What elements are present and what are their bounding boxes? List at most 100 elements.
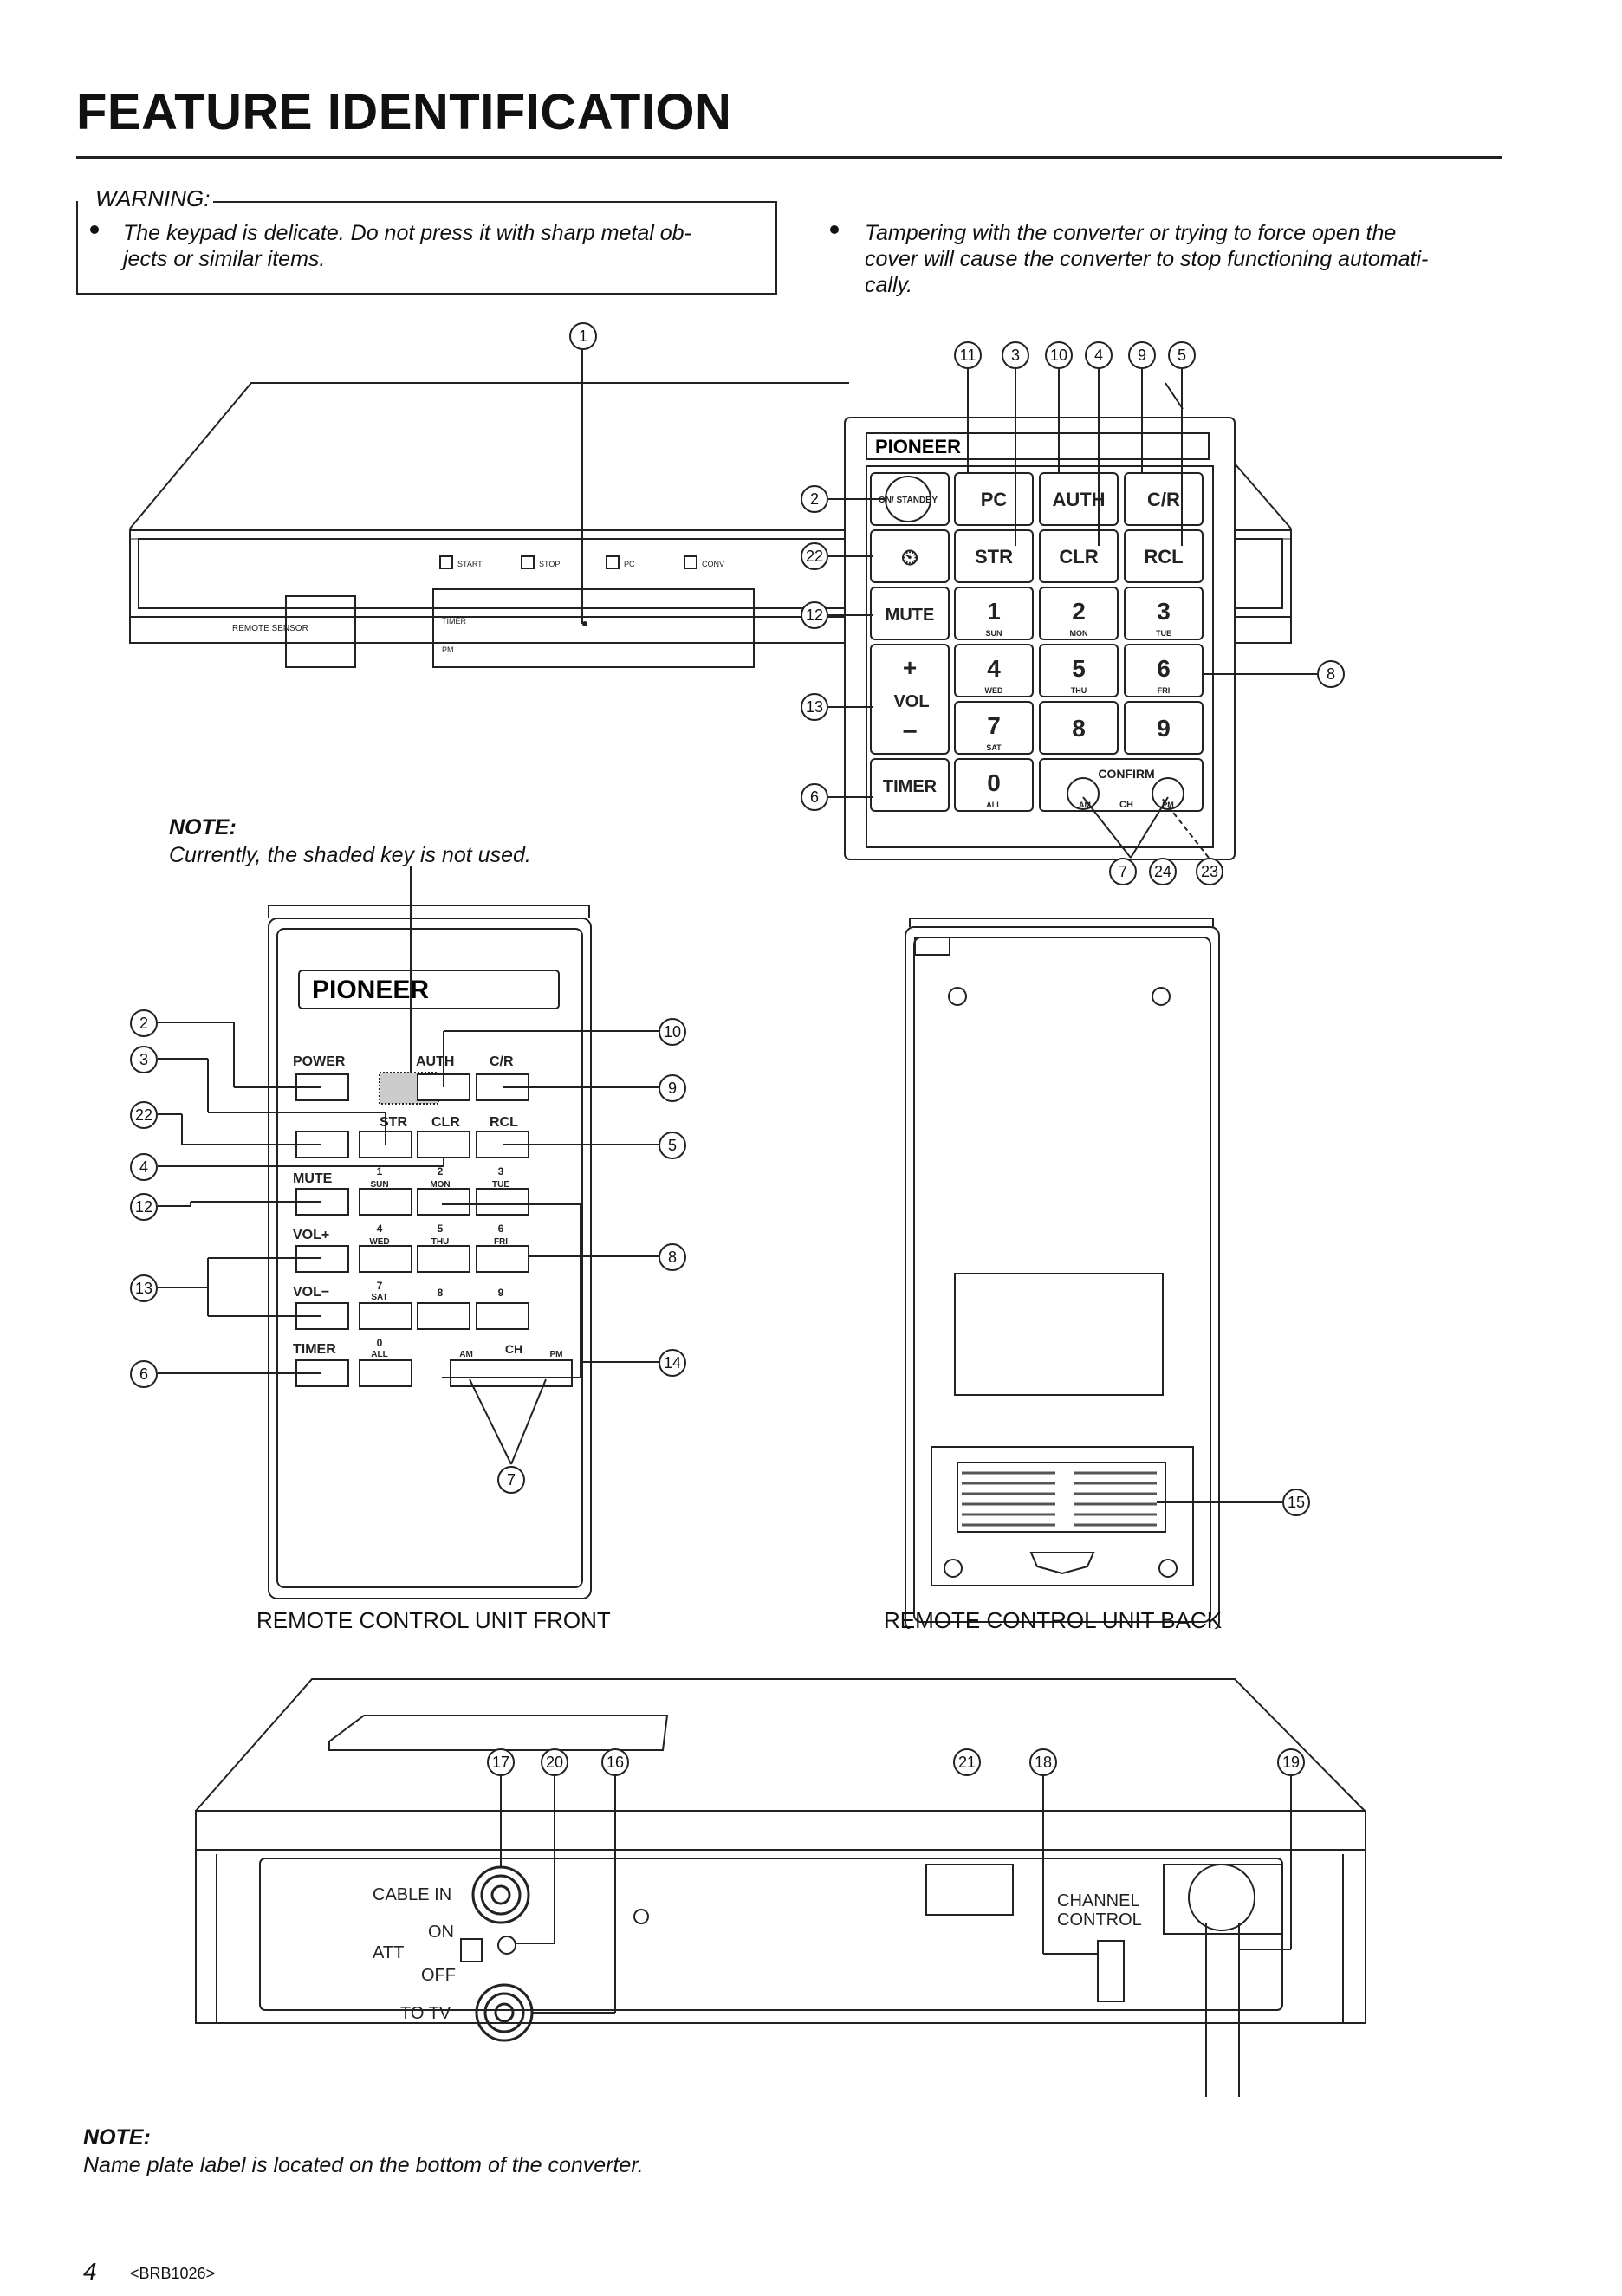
remote-3-button[interactable] bbox=[476, 1188, 529, 1216]
svg-text:CLR: CLR bbox=[431, 1115, 460, 1130]
key-vol-plus[interactable]: + bbox=[903, 654, 917, 681]
remote-ch-button[interactable] bbox=[450, 1359, 573, 1387]
remote-callout-13: 13 bbox=[130, 1274, 158, 1302]
svg-text:MON: MON bbox=[430, 1180, 450, 1190]
indicator-conv: CONV bbox=[702, 560, 724, 568]
remote-back-diagram bbox=[905, 918, 1282, 1629]
callout-4: 4 bbox=[1085, 341, 1113, 369]
key-3[interactable]: 3 bbox=[1157, 598, 1171, 625]
svg-text:THU: THU bbox=[431, 1237, 450, 1247]
remote-1-button[interactable] bbox=[359, 1188, 412, 1216]
remote-2-button[interactable] bbox=[417, 1188, 470, 1216]
key-9[interactable]: 9 bbox=[1157, 715, 1171, 742]
key-on-standby[interactable]: ON/ STANDBY bbox=[879, 496, 938, 505]
converter-front-diagram: START STOP PC CONV REMOTE SENSOR TIMER P… bbox=[129, 338, 1317, 860]
key-mute[interactable]: MUTE bbox=[886, 606, 935, 625]
svg-text:6: 6 bbox=[498, 1223, 504, 1235]
key-str[interactable]: STR bbox=[975, 546, 1013, 568]
key-cr[interactable]: C/R bbox=[1147, 489, 1180, 510]
svg-text:AUTH: AUTH bbox=[416, 1054, 454, 1069]
back-callout-18: 18 bbox=[1029, 1748, 1057, 1776]
key-clock[interactable]: ⏲ bbox=[901, 544, 918, 570]
key-2[interactable]: 2 bbox=[1072, 598, 1086, 625]
key-4[interactable]: 4 bbox=[987, 655, 1001, 682]
remote-callout-22: 22 bbox=[130, 1101, 158, 1129]
callout-10: 10 bbox=[1045, 341, 1073, 369]
remote-front-caption: REMOTE CONTROL UNIT FRONT bbox=[256, 1607, 611, 1633]
remote-callout-10: 10 bbox=[659, 1018, 686, 1046]
key-7[interactable]: 7 bbox=[987, 712, 1001, 739]
key-1[interactable]: 1 bbox=[987, 598, 1001, 625]
key-timer[interactable]: TIMER bbox=[883, 777, 938, 796]
svg-text:2: 2 bbox=[438, 1165, 444, 1177]
svg-text:STR: STR bbox=[380, 1115, 407, 1130]
callout-1: 1 bbox=[569, 322, 597, 350]
svg-text:MON: MON bbox=[1070, 629, 1088, 638]
svg-text:TUE: TUE bbox=[1156, 629, 1171, 638]
svg-text:5: 5 bbox=[438, 1223, 444, 1235]
remote-clr-button[interactable] bbox=[417, 1131, 470, 1158]
remote-7-button[interactable] bbox=[359, 1302, 412, 1330]
key-vol-minus[interactable]: − bbox=[902, 717, 918, 746]
key-auth[interactable]: AUTH bbox=[1052, 489, 1105, 510]
key-0[interactable]: 0 bbox=[987, 769, 1001, 796]
title-rule bbox=[76, 156, 1502, 159]
key-ch-down[interactable] bbox=[1152, 777, 1184, 810]
svg-text:FRI: FRI bbox=[1158, 686, 1171, 695]
svg-text:1: 1 bbox=[377, 1165, 383, 1177]
svg-text:VOL+: VOL+ bbox=[293, 1228, 329, 1242]
callout-3: 3 bbox=[1002, 341, 1029, 369]
note2-text: Name plate label is located on the botto… bbox=[83, 2153, 644, 2177]
svg-text:C/R: C/R bbox=[490, 1054, 514, 1069]
svg-text:0: 0 bbox=[377, 1337, 383, 1349]
callout-2: 2 bbox=[801, 485, 828, 513]
remote-6-button[interactable] bbox=[476, 1245, 529, 1273]
callout-8: 8 bbox=[1317, 660, 1345, 688]
svg-text:ALL: ALL bbox=[986, 801, 1002, 809]
key-confirm-label: CONFIRM bbox=[1098, 767, 1154, 781]
svg-text:SAT: SAT bbox=[986, 743, 1002, 752]
note2-label: NOTE: bbox=[83, 2125, 151, 2150]
key-ch-up[interactable] bbox=[1067, 777, 1100, 810]
remote-8-button[interactable] bbox=[417, 1302, 470, 1330]
remote-callout-5: 5 bbox=[659, 1132, 686, 1159]
remote-callout-2: 2 bbox=[130, 1009, 158, 1037]
label-on: ON bbox=[428, 1923, 454, 1942]
remote-timer-button[interactable] bbox=[295, 1359, 349, 1387]
callout-22: 22 bbox=[801, 542, 828, 570]
remote-back-caption: REMOTE CONTROL UNIT BACK bbox=[884, 1607, 1223, 1633]
back-callout-21: 21 bbox=[953, 1748, 981, 1776]
svg-text:AM: AM bbox=[459, 1350, 473, 1359]
svg-text:CH: CH bbox=[1119, 800, 1133, 810]
warning-label: WARNING: bbox=[92, 185, 214, 212]
key-5[interactable]: 5 bbox=[1072, 655, 1086, 682]
warning-item-2: Tampering with the converter or trying t… bbox=[830, 220, 1506, 307]
key-rcl[interactable]: RCL bbox=[1144, 546, 1183, 568]
remote-sensor-label: REMOTE SENSOR bbox=[232, 624, 308, 633]
remote-callout-9: 9 bbox=[659, 1074, 686, 1102]
converter-back-diagram: CABLE IN ON ATT OFF TO TV CHANNEL CONTRO… bbox=[195, 1678, 1366, 2097]
remote-callout-14: 14 bbox=[659, 1349, 686, 1377]
remote-5-button[interactable] bbox=[417, 1245, 470, 1273]
key-6[interactable]: 6 bbox=[1157, 655, 1171, 682]
callout-9: 9 bbox=[1128, 341, 1156, 369]
key-8[interactable]: 8 bbox=[1072, 715, 1086, 742]
svg-text:WED: WED bbox=[369, 1237, 389, 1247]
svg-text:RCL: RCL bbox=[490, 1115, 518, 1130]
callout-23: 23 bbox=[1196, 858, 1223, 885]
remote-front-diagram: PIONEER POWER AUTH C/R STR CLR RCL MUTE … bbox=[158, 866, 659, 1599]
key-clr[interactable]: CLR bbox=[1059, 546, 1098, 568]
remote-0-button[interactable] bbox=[359, 1359, 412, 1387]
page-title: FEATURE IDENTIFICATION bbox=[76, 84, 732, 140]
key-pc[interactable]: PC bbox=[981, 489, 1008, 510]
page-number: 4 bbox=[83, 2258, 97, 2285]
svg-text:PM: PM bbox=[550, 1350, 563, 1359]
remote-9-button[interactable] bbox=[476, 1302, 529, 1330]
remote-callout-3: 3 bbox=[130, 1046, 158, 1073]
svg-text:FRI: FRI bbox=[494, 1237, 508, 1247]
remote-4-button[interactable] bbox=[359, 1245, 412, 1273]
remote-callout-7: 7 bbox=[497, 1466, 525, 1494]
label-channel: CHANNEL bbox=[1057, 1891, 1140, 1910]
svg-text:SAT: SAT bbox=[371, 1293, 387, 1302]
svg-text:TIMER: TIMER bbox=[293, 1342, 336, 1357]
